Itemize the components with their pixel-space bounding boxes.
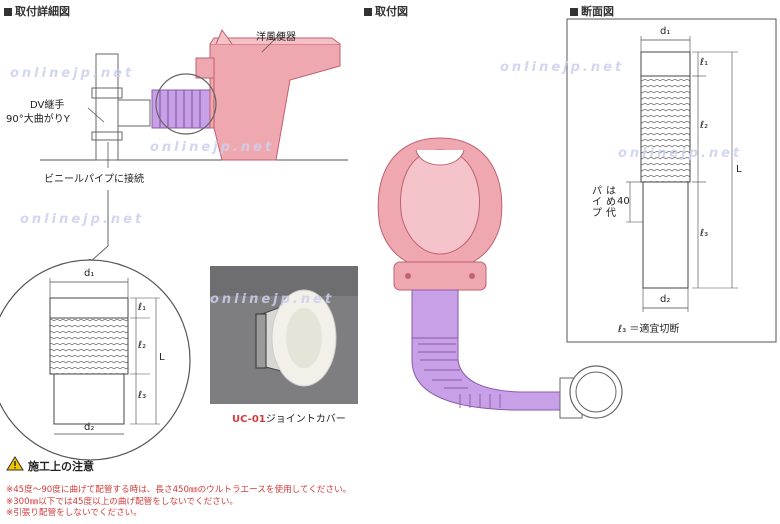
insertion-value: 40 [617, 196, 630, 207]
insertion-label-1: パイプ [592, 186, 602, 219]
product-code: UC-01 [232, 414, 266, 425]
section-view-title: 断面図 [570, 3, 614, 19]
detail-joint [151, 89, 211, 129]
section-l1-label: ℓ₁ [700, 57, 709, 68]
watermark-2: onlinejp.net [150, 140, 275, 155]
section-l3-label: ℓ₃ [700, 228, 709, 239]
product-caption: UC-01ジョイントカバー [232, 410, 346, 425]
section-l2-label: ℓ₂ [700, 120, 709, 131]
product-photo [210, 266, 358, 404]
circle-l1-label: ℓ₁ [138, 302, 147, 313]
install-section-title: 取付図 [364, 3, 408, 19]
caution-note: ※引張り配管をしないでください。 [6, 508, 142, 518]
square-bullet-icon [364, 8, 372, 16]
detail-section-title: 取付詳細図 [4, 3, 70, 19]
circle-L-label: L [159, 352, 165, 363]
caution-note: ※45度～90度に曲げて配管する時は、長さ450㎜のウルトラエースを使用してくだ… [6, 485, 352, 495]
section-L-label: L [736, 164, 742, 175]
section-d1-label: d₁ [660, 26, 671, 37]
circle-d2-label: d₂ [84, 422, 95, 433]
install-title-text: 取付図 [375, 5, 408, 18]
caution-title: 施工上の注意 [28, 460, 94, 473]
l3-cut-note: ℓ₃ ＝適宜切断 [618, 324, 680, 335]
circle-l2-label: ℓ₂ [138, 340, 147, 351]
product-name: ジョイントカバー [265, 414, 346, 425]
square-bullet-icon [570, 8, 578, 16]
elbow-label: 90°大曲がりY [6, 114, 70, 125]
detail-diagram [40, 28, 348, 265]
section-d2-label: d₂ [660, 294, 671, 305]
circle-detail [0, 259, 191, 461]
caution-notes: ※45度～90度に曲げて配管する時は、長さ450㎜のウルトラエースを使用してくだ… [6, 485, 351, 520]
install-diagram [377, 137, 623, 419]
dv-fitting-label: DV継手 [30, 100, 65, 111]
toilet-label: 洋風便器 [256, 32, 296, 43]
watermark-6: onlinejp.net [210, 292, 335, 307]
watermark-3: onlinejp.net [20, 212, 145, 227]
watermark-5: onlinejp.net [618, 146, 743, 161]
square-bullet-icon [4, 8, 12, 16]
watermark-4: onlinejp.net [500, 60, 625, 75]
insertion-label-2: はめ代 [606, 186, 616, 219]
vinyl-pipe-label: ビニールパイプに接続 [44, 174, 144, 185]
caution-note: ※300㎜以下では45度以上の曲げ配管をしないでください。 [6, 496, 238, 507]
section-title-text: 断面図 [581, 5, 614, 18]
circle-d1-label: d₁ [84, 268, 95, 279]
watermark-1: onlinejp.net [10, 66, 135, 81]
detail-title-text: 取付詳細図 [15, 5, 70, 18]
warning-triangle-icon [6, 456, 24, 471]
section-drawing [566, 18, 777, 343]
circle-l3-label: ℓ₃ [138, 390, 147, 401]
